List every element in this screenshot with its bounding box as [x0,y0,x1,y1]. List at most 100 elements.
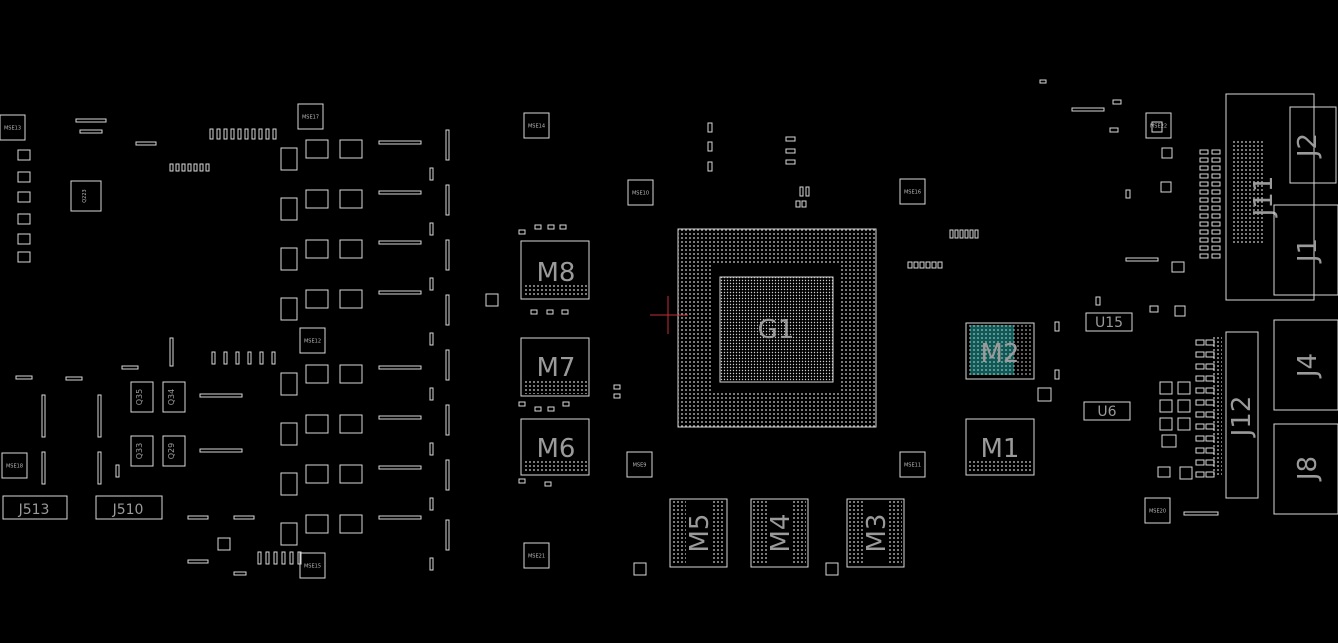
testpoint-label: MSE15 [304,564,321,570]
capacitor [1159,381,1173,395]
trace-pad [135,141,157,146]
resistor [429,222,434,236]
resistor [1211,189,1221,195]
svg-text:J513: J513 [18,502,50,518]
svg-text:J510: J510 [112,502,144,518]
connector-j12[interactable]: J12 [1212,331,1259,499]
memory-chip-m5[interactable]: M5 [669,498,728,568]
testpoint-mse18[interactable]: MSE18 [1,452,28,479]
transistor-q34[interactable]: Q34 [162,381,186,413]
memory-chip-m2[interactable]: M2 [965,322,1035,380]
transistor-q35[interactable]: Q35 [130,381,154,413]
testpoint-label: MSE21 [528,554,545,560]
svg-text:U15: U15 [1095,315,1123,331]
transistor-q33[interactable]: Q33 [130,435,154,467]
memory-chip-m6[interactable]: M6 [520,418,590,476]
smd-component [1157,466,1171,478]
smd-component [785,148,796,154]
testpoint-label: MSE20 [1149,509,1166,515]
trace-pad [233,515,255,520]
trace-pad [1183,511,1219,516]
resistor [1211,197,1221,203]
testpoint-mse9[interactable]: MSE9 [626,451,653,478]
jumper-j513[interactable]: J513 [2,495,68,520]
mosfet [280,197,298,221]
resistor [216,128,221,140]
smd-component [795,200,801,208]
inductor [305,364,329,384]
resistor [1211,173,1221,179]
testpoint-mse10[interactable]: MSE10 [627,179,654,206]
mosfet [280,472,298,496]
memory-chip-m4[interactable]: M4 [750,498,809,568]
connector-j1[interactable]: J1 [1273,204,1338,296]
resistor [378,290,422,295]
trace-pad [15,375,33,380]
resistor [1211,165,1221,171]
smd-component [1112,99,1122,105]
smd-component [1171,261,1185,273]
smd-component [1174,305,1186,317]
regulator-u15[interactable]: U15 [1085,312,1133,332]
resistor [925,261,931,269]
testpoint-mse11[interactable]: MSE11 [899,451,926,478]
resistor [251,128,256,140]
resistor [272,128,277,140]
connector-j11[interactable]: J11 [1225,93,1315,301]
testpoint-mse22[interactable]: MSE22 [1145,112,1172,139]
capacitor [17,149,31,161]
svg-text:J2: J2 [1293,133,1323,159]
resistor [907,261,913,269]
transistor-q223[interactable]: Q223 [70,180,102,212]
smd-component [707,141,713,152]
transistor-q29[interactable]: Q29 [162,435,186,467]
regulator-u6[interactable]: U6 [1083,401,1131,421]
svg-text:M4: M4 [766,514,796,553]
trace-pad [445,349,450,381]
resistor [223,351,228,365]
testpoint-mse13[interactable]: MSE13 [0,114,26,141]
jumper-j510[interactable]: J510 [95,495,163,520]
trace-pad [445,294,450,326]
testpoint-label: MSE9 [633,463,647,469]
connector-j8[interactable]: J8 [1273,423,1338,515]
resistor [97,394,102,438]
connector-j2[interactable]: J2 [1289,106,1337,184]
mosfet [280,247,298,271]
resistor [211,351,216,365]
smd-component [707,161,713,172]
memory-chip-m8[interactable]: M8 [520,240,590,300]
testpoint-mse16[interactable]: MSE16 [899,178,926,205]
mosfet [280,522,298,546]
resistor [1211,213,1221,219]
memory-chip-m1[interactable]: M1 [965,418,1035,476]
resistor [1211,149,1221,155]
inductor [305,464,329,484]
resistor [1199,205,1209,211]
testpoint-mse20[interactable]: MSE20 [1144,497,1171,524]
resistor [919,261,925,269]
resistor [1195,339,1205,346]
testpoint-mse14[interactable]: MSE14 [523,112,550,139]
inductor [339,364,363,384]
resistor [1195,447,1205,454]
svg-text:M7: M7 [537,353,576,383]
testpoint-mse15[interactable]: MSE15 [299,552,326,579]
testpoint-mse17[interactable]: MSE17 [297,103,324,130]
cursor-crosshair-icon [650,296,688,334]
testpoint-mse12[interactable]: MSE12 [299,327,326,354]
testpoint-mse21[interactable]: MSE21 [523,542,550,569]
gpu-chip[interactable]: G1 [677,228,877,428]
memory-chip-m3[interactable]: M3 [846,498,905,568]
resistor [429,497,434,511]
resistor [378,190,422,195]
connector-j4[interactable]: J4 [1273,319,1338,411]
resistor [937,261,943,269]
resistor [1199,221,1209,227]
resistor [230,128,235,140]
resistor [1199,157,1209,163]
resistor [257,551,262,565]
resistor [1195,375,1205,382]
memory-chip-m7[interactable]: M7 [520,337,590,397]
